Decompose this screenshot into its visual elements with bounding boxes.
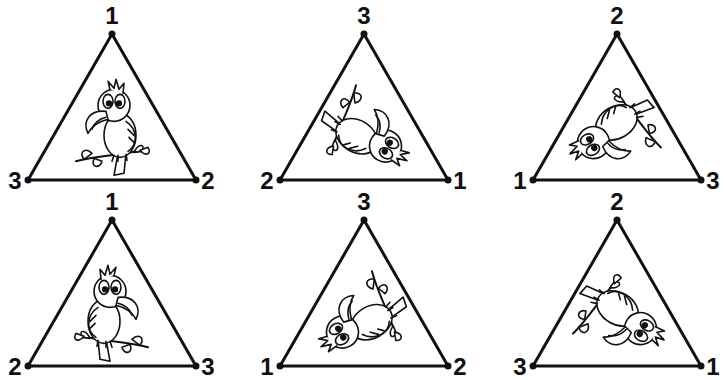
vertex-dot — [193, 363, 200, 370]
vertex-dot — [698, 363, 705, 370]
triangle — [25, 217, 200, 370]
vertex-dot — [614, 217, 621, 224]
vertex-number: 3 — [513, 355, 526, 379]
triangle-outline — [533, 220, 701, 366]
vertex-number: 1 — [513, 169, 526, 193]
vertex-number: 1 — [706, 355, 719, 379]
vertex-dot — [361, 217, 368, 224]
parrot-drawing — [307, 78, 427, 189]
vertex-dot — [530, 177, 537, 184]
triangle-outline — [28, 34, 196, 180]
vertex-dot — [25, 177, 32, 184]
triangle-outline — [533, 34, 701, 180]
vertex-dot — [361, 31, 368, 38]
triangle — [277, 31, 452, 190]
vertex-number: 2 — [260, 169, 273, 193]
triangle — [530, 217, 705, 375]
triangle — [25, 31, 200, 184]
vertex-number: 1 — [453, 169, 466, 193]
vertex-number: 3 — [201, 355, 214, 379]
vertex-dot — [530, 363, 537, 370]
vertex-number: 3 — [706, 169, 719, 193]
parrot-drawing — [561, 263, 681, 374]
vertex-dot — [109, 31, 116, 38]
vertex-dot — [277, 177, 284, 184]
triangle-outline — [28, 220, 196, 366]
vertex-dot — [614, 31, 621, 38]
vertex-dot — [445, 177, 452, 184]
vertex-dot — [25, 363, 32, 370]
vertex-number: 1 — [105, 190, 118, 214]
parrot-drawing — [75, 265, 148, 361]
vertex-dot — [445, 363, 452, 370]
vertex-dot — [109, 217, 116, 224]
vertex-number: 3 — [357, 4, 370, 28]
vertex-dot — [277, 363, 284, 370]
vertex-dot — [193, 177, 200, 184]
vertex-number: 3 — [8, 169, 21, 193]
vertex-number: 2 — [610, 190, 623, 214]
vertex-number: 2 — [201, 169, 214, 193]
vertex-number: 1 — [260, 355, 273, 379]
vertex-number: 3 — [357, 190, 370, 214]
triangle — [530, 31, 705, 189]
parrot-drawing — [301, 264, 421, 375]
triangle — [277, 217, 452, 376]
triangle-outline — [280, 34, 448, 180]
parrot-drawing — [553, 77, 673, 188]
vertex-dot — [698, 177, 705, 184]
triangle-outline — [280, 220, 448, 366]
parrot-drawing — [76, 79, 149, 175]
vertex-number: 2 — [453, 355, 466, 379]
vertex-number: 1 — [105, 4, 118, 28]
vertex-number: 2 — [8, 355, 21, 379]
vertex-number: 2 — [610, 4, 623, 28]
